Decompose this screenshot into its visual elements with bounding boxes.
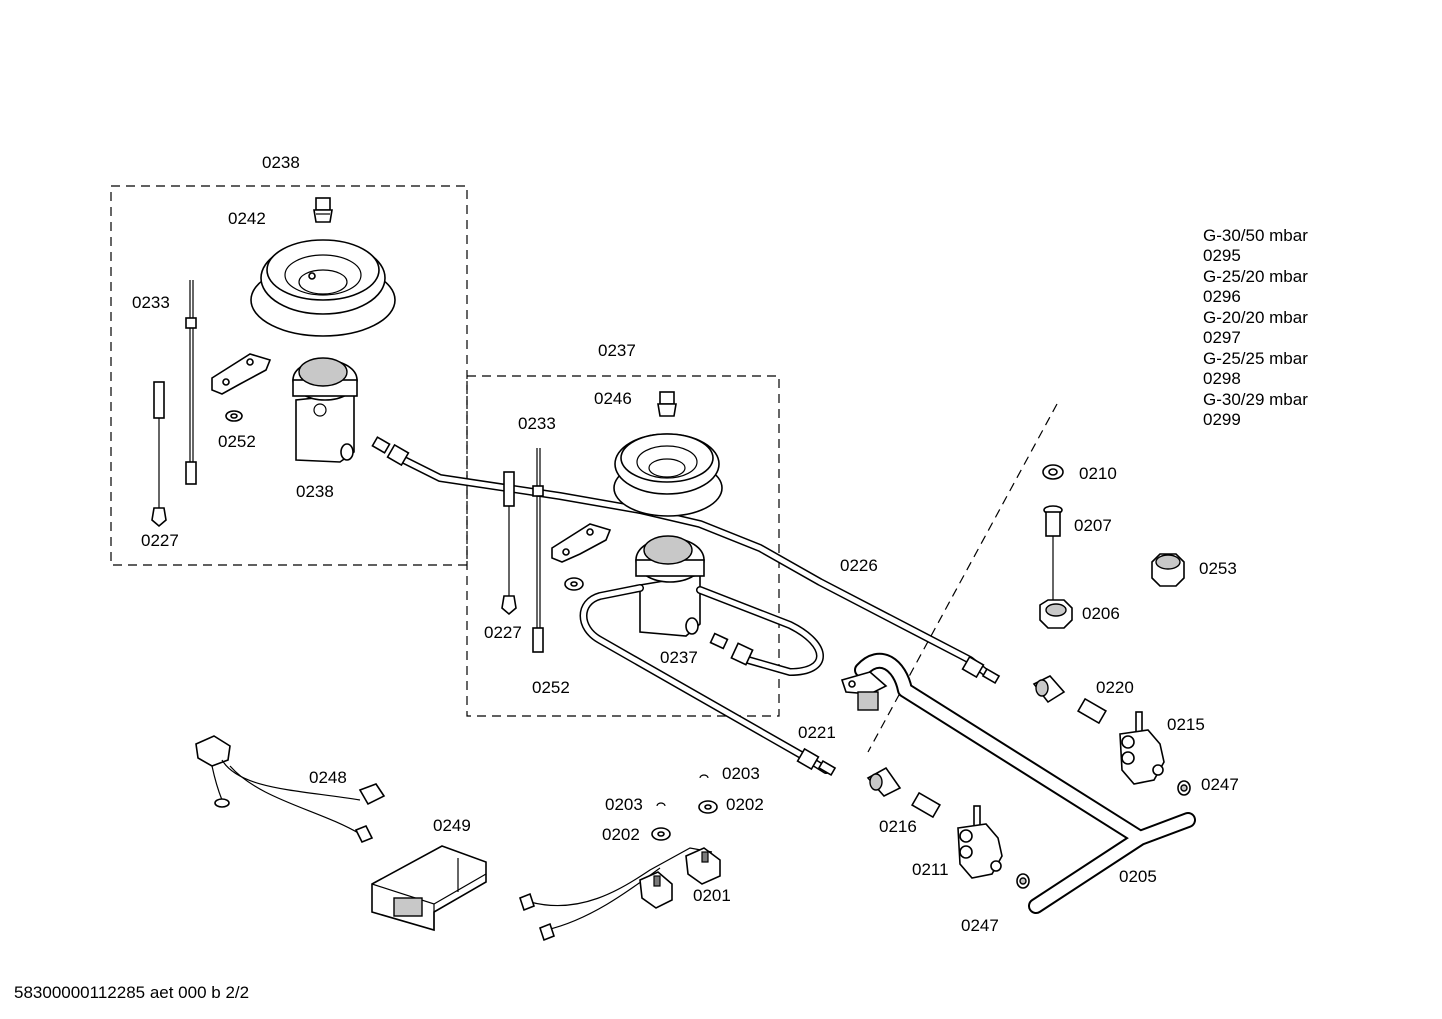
label-0238-b: 0238	[296, 482, 334, 501]
tube-fitting-left-part	[371, 436, 1001, 685]
label-0221: 0221	[798, 723, 836, 742]
label-0248: 0248	[309, 768, 347, 787]
label-0203-a: 0203	[722, 764, 760, 783]
legend-line-10: 0299	[1203, 410, 1241, 429]
label-0210: 0210	[1079, 464, 1117, 483]
label-0233-a: 0233	[132, 293, 170, 312]
label-0237-b: 0237	[660, 648, 698, 667]
legend-line-3: G-25/20 mbar	[1203, 267, 1308, 286]
label-0203-b: 0203	[605, 795, 643, 814]
washer-0252-a-part	[225, 410, 243, 422]
legend-line-4: 0296	[1203, 287, 1241, 306]
nut-0216-part	[866, 766, 902, 797]
washer-0202-b-part	[651, 827, 671, 841]
label-0215: 0215	[1167, 715, 1205, 734]
washer-0202-a-part	[698, 800, 718, 814]
washer-0247-b-part	[1016, 873, 1030, 889]
pipe-bracket-part	[840, 671, 888, 711]
label-0216: 0216	[879, 817, 917, 836]
label-0253: 0253	[1199, 559, 1237, 578]
thermocouple-0233-a-part	[185, 280, 197, 485]
nut-0220-part	[1032, 675, 1066, 704]
tube-fittings-center-part	[709, 632, 837, 777]
electrode-0227-a-part	[151, 381, 167, 528]
burner-cap-0237-part	[613, 433, 723, 517]
burner-body-0238-part	[292, 357, 358, 463]
label-0220: 0220	[1096, 678, 1134, 697]
legend-line-9: G-30/29 mbar	[1203, 390, 1308, 409]
legend-line-8: 0298	[1203, 369, 1241, 388]
label-0238-top: 0238	[262, 153, 300, 172]
clip-0203-b-part	[656, 802, 666, 807]
gas-type-legend: G-30/50 mbar 0295 G-25/20 mbar 0296 G-20…	[1203, 226, 1308, 429]
wire-harness-0248-part	[195, 735, 386, 844]
label-0211: 0211	[912, 860, 949, 879]
label-0252-b: 0252	[532, 678, 570, 697]
label-0227-a: 0227	[141, 531, 179, 550]
washer-0252-b-part	[564, 577, 584, 591]
valve-0211-part	[957, 805, 1003, 879]
legend-line-6: 0297	[1203, 328, 1241, 347]
label-0202-a: 0202	[726, 795, 764, 814]
nut-0206-part	[1039, 599, 1073, 629]
legend-line-7: G-25/25 mbar	[1203, 349, 1308, 368]
label-0246: 0246	[594, 389, 632, 408]
washer-0210-part	[1042, 464, 1064, 480]
nut-0253-part	[1151, 553, 1185, 587]
drawing-code: 58300000112285 aet 000 b 2/2	[14, 983, 249, 1002]
injector-0216-part	[911, 791, 941, 819]
label-0249: 0249	[433, 816, 471, 835]
label-0242: 0242	[228, 209, 266, 228]
sleeve-0207-part	[1043, 505, 1063, 600]
nozzle-0246-part	[657, 391, 677, 417]
valve-0215-part	[1119, 711, 1165, 785]
nozzle-0242-part	[313, 197, 333, 223]
label-0233-b: 0233	[518, 414, 556, 433]
bracket-0238-part	[211, 353, 272, 395]
label-0237-top: 0237	[598, 341, 636, 360]
electrode-0227-b-part	[501, 471, 517, 616]
label-0207: 0207	[1074, 516, 1112, 535]
washer-0247-a-part	[1177, 780, 1191, 796]
label-0226: 0226	[840, 556, 878, 575]
thermocouple-0233-b-part	[532, 448, 544, 653]
gas-tube-0221-part	[579, 584, 830, 774]
burner-body-0237-part	[635, 535, 705, 637]
label-0247-b: 0247	[961, 916, 999, 935]
ignition-module-0249-part	[371, 845, 487, 932]
label-0205: 0205	[1119, 867, 1157, 886]
label-0206: 0206	[1082, 604, 1120, 623]
burner-cap-0238-part	[250, 239, 396, 337]
label-0202-b: 0202	[602, 825, 640, 844]
label-0201: 0201	[693, 886, 731, 905]
guide-line-nozzle	[867, 403, 1058, 753]
label-0252-a: 0252	[218, 432, 256, 451]
label-0247-a: 0247	[1201, 775, 1239, 794]
label-0227-b: 0227	[484, 623, 522, 642]
legend-line-1: G-30/50 mbar	[1203, 226, 1308, 245]
legend-line-2: 0295	[1203, 246, 1241, 265]
injector-0220b-part	[1077, 697, 1107, 725]
bracket-0237-part	[551, 523, 612, 563]
legend-line-5: G-20/20 mbar	[1203, 308, 1308, 327]
assembly-box-0237	[466, 375, 780, 717]
switch-0201-part	[519, 847, 721, 942]
clip-0203-a-part	[699, 774, 709, 779]
